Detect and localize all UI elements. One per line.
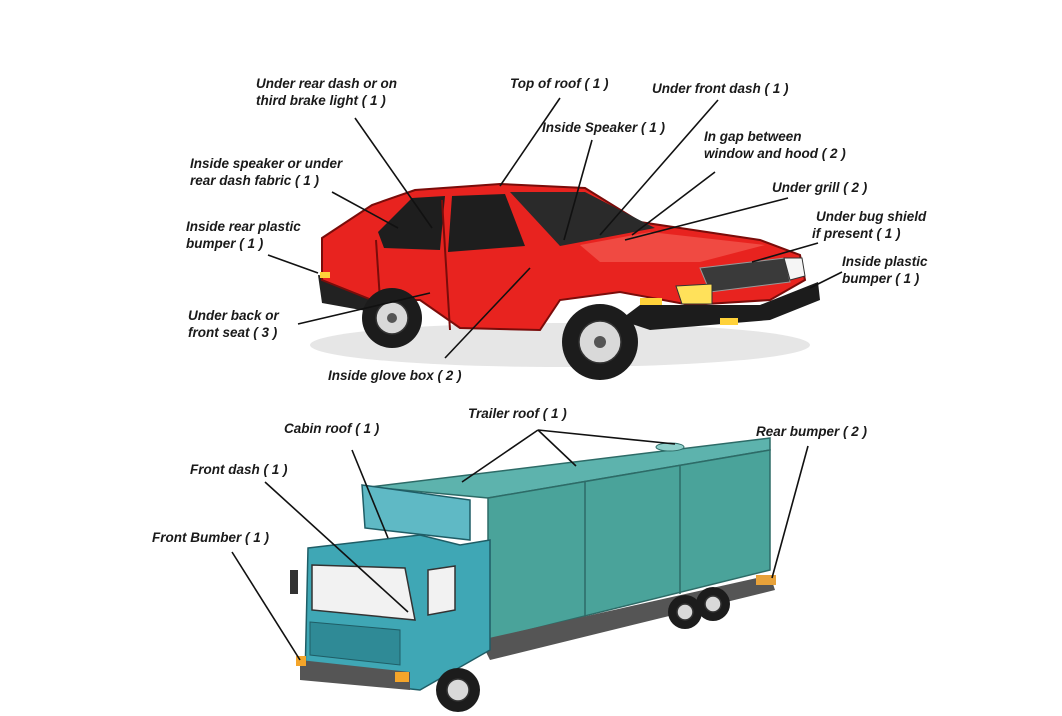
car-illustration: [310, 182, 820, 380]
label-cabin-roof: Cabin roof ( 1 ): [284, 421, 380, 436]
leader-gap-window-hood: [631, 171, 716, 236]
car-windshield: [510, 192, 655, 246]
leader-front-dash-truck: [264, 481, 409, 613]
label-front-bumber: Front Bumber ( 1 ): [152, 530, 270, 545]
car-rear-light: [320, 272, 330, 278]
leader-glove-box: [444, 267, 531, 359]
label-bug-shield: Under bug shield if present ( 1 ): [812, 209, 930, 241]
truck-side-window: [427, 565, 456, 616]
truck-wheel-rear-2: [696, 587, 730, 621]
leader-under-seat: [297, 292, 431, 325]
labels: Under rear dash or on third brake light …: [152, 76, 931, 545]
leader-inside-plastic-bumper: [809, 271, 843, 289]
leader-bug-shield: [751, 242, 819, 263]
truck-illustration: [290, 437, 776, 712]
truck-windshield: [311, 564, 416, 621]
truck-cab-roof: [361, 484, 471, 541]
label-rear-dash: Under rear dash or on third brake light …: [256, 76, 401, 108]
label-top-of-roof: Top of roof ( 1 ): [510, 76, 609, 91]
leader-rear-bumper: [771, 445, 809, 579]
label-under-grill: Under grill ( 2 ): [772, 180, 868, 195]
car-door-line: [441, 199, 451, 331]
truck-wheel-front: [436, 668, 480, 712]
car-fog-light: [720, 318, 738, 325]
truck-wheel-rear-1: [668, 595, 702, 629]
leader-front-dash: [599, 99, 719, 236]
truck-headlight-left: [296, 656, 306, 666]
truck-front-bumper: [300, 660, 410, 690]
car-wheel-rear: [362, 288, 422, 348]
leader-top-of-roof: [499, 97, 561, 187]
leader-rear-plastic-bumper: [267, 254, 319, 274]
leader-front-bumper-truck: [231, 551, 301, 661]
leader-trailer-roof-b: [537, 429, 577, 467]
car-side-window: [448, 194, 525, 252]
label-front-dash: Front dash ( 1 ): [190, 462, 288, 477]
label-inside-plastic-bumper: Inside plastic bumper ( 1 ): [842, 254, 931, 286]
label-rear-plastic-bumper: Inside rear plastic bumper ( 1 ): [186, 219, 305, 251]
leader-trailer-roof-c: [537, 429, 676, 445]
leader-trailer-roof-a: [461, 429, 539, 483]
label-rear-bumper: Rear bumper ( 2 ): [756, 424, 868, 439]
truck-rear-bumper: [756, 575, 776, 585]
label-glove-box: Inside glove box ( 2 ): [328, 368, 462, 383]
truck-headlight-right: [395, 672, 409, 682]
leader-inside-speaker: [563, 139, 593, 241]
leader-speaker-fabric: [331, 191, 399, 229]
label-speaker-fabric: Inside speaker or under rear dash fabric…: [190, 156, 346, 188]
truck-grille: [309, 621, 401, 666]
car-shadow: [310, 323, 810, 367]
leader-rear-dash: [354, 117, 433, 229]
car-front-bumper: [620, 282, 820, 330]
car-rear-window: [378, 196, 445, 250]
label-trailer-roof: Trailer roof ( 1 ): [468, 406, 567, 421]
car-headlight-left: [675, 283, 713, 305]
car-door-line-rear: [375, 239, 381, 301]
label-gap-window-hood: In gap between window and hood ( 2 ): [704, 129, 846, 161]
leader-cabin-roof: [351, 449, 389, 539]
leader-lines: [231, 97, 843, 661]
label-under-seat: Under back or front seat ( 3 ): [188, 308, 283, 340]
car-indicator: [640, 298, 662, 305]
car-wheel-front: [562, 304, 638, 380]
leader-under-grill: [624, 197, 789, 241]
truck-mirror: [290, 570, 298, 594]
label-under-front-dash: Under front dash ( 1 ): [652, 81, 789, 96]
car-headlight-right: [783, 257, 806, 281]
label-inside-speaker: Inside Speaker ( 1 ): [542, 120, 666, 135]
